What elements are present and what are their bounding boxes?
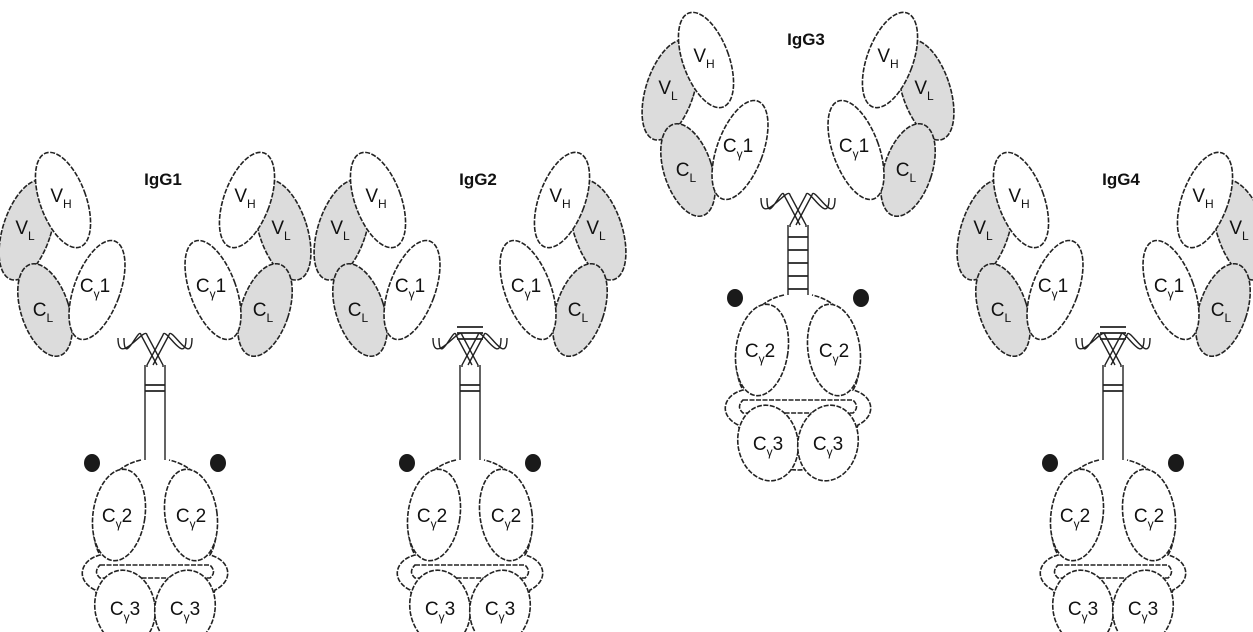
hinge-strand-left	[761, 193, 806, 227]
glycan-right	[853, 289, 869, 307]
antibody-title: IgG4	[1102, 170, 1140, 189]
glycan-right	[210, 454, 226, 472]
glycan-right	[1168, 454, 1184, 472]
antibody-title: IgG1	[144, 170, 182, 189]
glycan-left	[1042, 454, 1058, 472]
hinge-strand-right	[790, 193, 835, 227]
glycan-left	[727, 289, 743, 307]
antibody-title: IgG2	[459, 170, 497, 189]
hinge-strand-right	[147, 333, 192, 367]
hinge-strand-left	[118, 333, 163, 367]
glycan-left	[399, 454, 415, 472]
antibody-title: IgG3	[787, 30, 825, 49]
glycan-left	[84, 454, 100, 472]
glycan-right	[525, 454, 541, 472]
